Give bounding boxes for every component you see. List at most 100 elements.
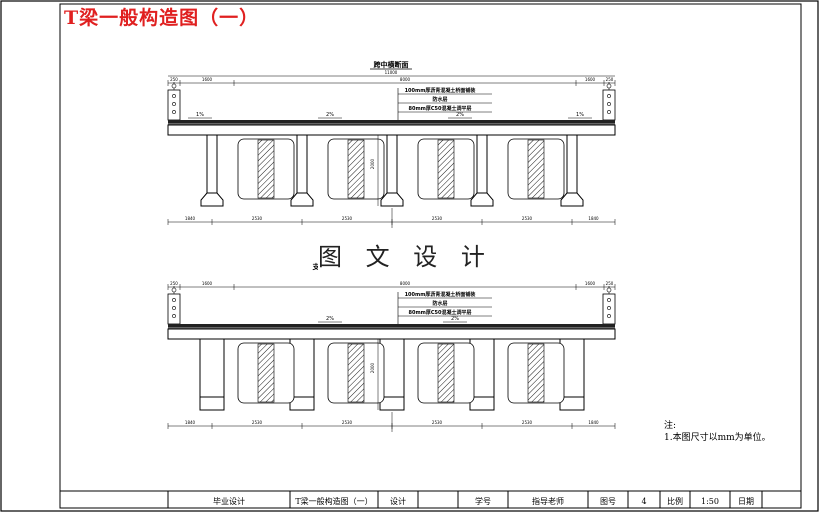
diaphragm-hatch	[347, 343, 365, 403]
diaphragm-hatch	[257, 343, 275, 403]
beam-bulb	[200, 192, 224, 207]
beam-web	[476, 134, 488, 194]
top-dim: 8000	[400, 77, 411, 82]
bottom-dim: 2530	[342, 420, 353, 425]
bottom-dim: 1840	[588, 216, 599, 221]
tb-project: 毕业设计	[213, 497, 245, 506]
layer-callout: 防水层	[432, 300, 447, 307]
bottom-dim: 1840	[185, 420, 196, 425]
bolt	[607, 94, 611, 98]
top-dim: 1600	[585, 281, 596, 286]
post-cap	[606, 83, 612, 89]
notes-heading: 注:	[664, 421, 677, 431]
beam-bulb	[199, 396, 225, 411]
bolt	[607, 306, 611, 310]
layer-callout: 防水层	[432, 96, 447, 103]
tb-scale: 1:50	[701, 497, 719, 506]
beam-web	[566, 134, 578, 194]
leveling-layer	[168, 327, 615, 329]
section-label: 跨中横断面	[374, 60, 409, 69]
notes: 注: 1.本图尺寸以mm为单位。	[664, 420, 771, 444]
top-dim: 1600	[202, 281, 213, 286]
bolt	[172, 94, 176, 98]
tb-sheet-no-label: 图号	[600, 497, 616, 506]
beam-bulb	[380, 192, 404, 207]
bottom-dim: 2530	[342, 216, 353, 221]
support-cross-section: 支点横断面250160080001600250100mm厚沥青混凝土桥面铺装防水…	[167, 262, 616, 432]
top-dim: 250	[606, 281, 614, 286]
bolt	[607, 110, 611, 114]
bottom-dim: 2530	[432, 420, 443, 425]
bolt	[172, 110, 176, 114]
diaphragm-hatch	[437, 343, 455, 403]
bottom-dim: 1840	[185, 216, 196, 221]
note-item: 1.本图尺寸以mm为单位。	[664, 433, 771, 443]
tb-student-no: 学号	[475, 497, 491, 506]
post-cap	[606, 287, 612, 293]
deck-slab	[167, 124, 616, 136]
slope-label: 2%	[326, 316, 334, 322]
slope-label: 2%	[451, 316, 459, 322]
top-dim: 250	[170, 77, 178, 82]
bottom-dim: 2530	[252, 216, 263, 221]
deck-slab	[167, 328, 616, 340]
top-dim: 250	[170, 281, 178, 286]
diaphragm-hatch	[257, 139, 275, 199]
title-block-frame	[60, 490, 801, 508]
beam-bulb	[470, 192, 494, 207]
layer-callout: 100mm厚沥青混凝土桥面铺装	[405, 87, 476, 94]
bottom-dim: 1840	[588, 420, 599, 425]
bolt	[172, 102, 176, 106]
bottom-dim: 2530	[252, 420, 263, 425]
tb-drawing-name: T梁一般构造图（一）	[295, 497, 373, 506]
drawing-title: T梁一般构造图（一）	[64, 7, 260, 29]
slope-label: 1%	[196, 112, 204, 118]
diaphragm-hatch	[347, 139, 365, 199]
beam-bulb	[469, 396, 495, 411]
beam-web	[386, 134, 398, 194]
layer-callout: 100mm厚沥青混凝土桥面铺装	[405, 291, 476, 298]
beam-web	[206, 134, 218, 194]
bottom-dim: 2530	[432, 216, 443, 221]
tb-scale-label: 比例	[667, 497, 683, 506]
slope-label: 2%	[456, 112, 464, 118]
post-cap	[171, 287, 177, 293]
beam-bulb	[560, 192, 584, 207]
pavement-layer	[168, 120, 615, 123]
slope-label: 1%	[576, 112, 584, 118]
leveling-layer	[168, 123, 615, 125]
bolt	[172, 298, 176, 302]
height-dim: 2000	[370, 362, 375, 373]
bolt	[607, 314, 611, 318]
beam-bulb	[289, 396, 315, 411]
beam-bulb	[559, 396, 585, 411]
bolt	[607, 102, 611, 106]
diaphragm-hatch	[437, 139, 455, 199]
tb-sheet-no: 4	[641, 497, 647, 506]
bottom-dim: 2530	[522, 216, 533, 221]
overall-dim: 11000	[385, 70, 398, 75]
bolt	[172, 314, 176, 318]
height-dim: 2000	[370, 158, 375, 169]
bottom-dim: 2530	[522, 420, 533, 425]
diaphragm-hatch	[527, 139, 545, 199]
top-dim: 1600	[585, 77, 596, 82]
tb-supervisor: 指导老师	[532, 497, 564, 506]
beam-bulb	[290, 192, 314, 207]
top-dim: 1600	[202, 77, 213, 82]
bolt	[607, 298, 611, 302]
tb-design: 设计	[390, 497, 406, 506]
post-cap	[171, 83, 177, 89]
diaphragm-hatch	[527, 343, 545, 403]
beam-web	[296, 134, 308, 194]
layer-callout: 80mm厚C50混凝土调平层	[408, 105, 471, 112]
bolt	[172, 306, 176, 310]
pavement-layer	[168, 324, 615, 327]
inner-border	[59, 3, 802, 509]
layer-callout: 80mm厚C50混凝土调平层	[408, 309, 471, 316]
watermark: 图 文 设 计	[318, 240, 486, 274]
